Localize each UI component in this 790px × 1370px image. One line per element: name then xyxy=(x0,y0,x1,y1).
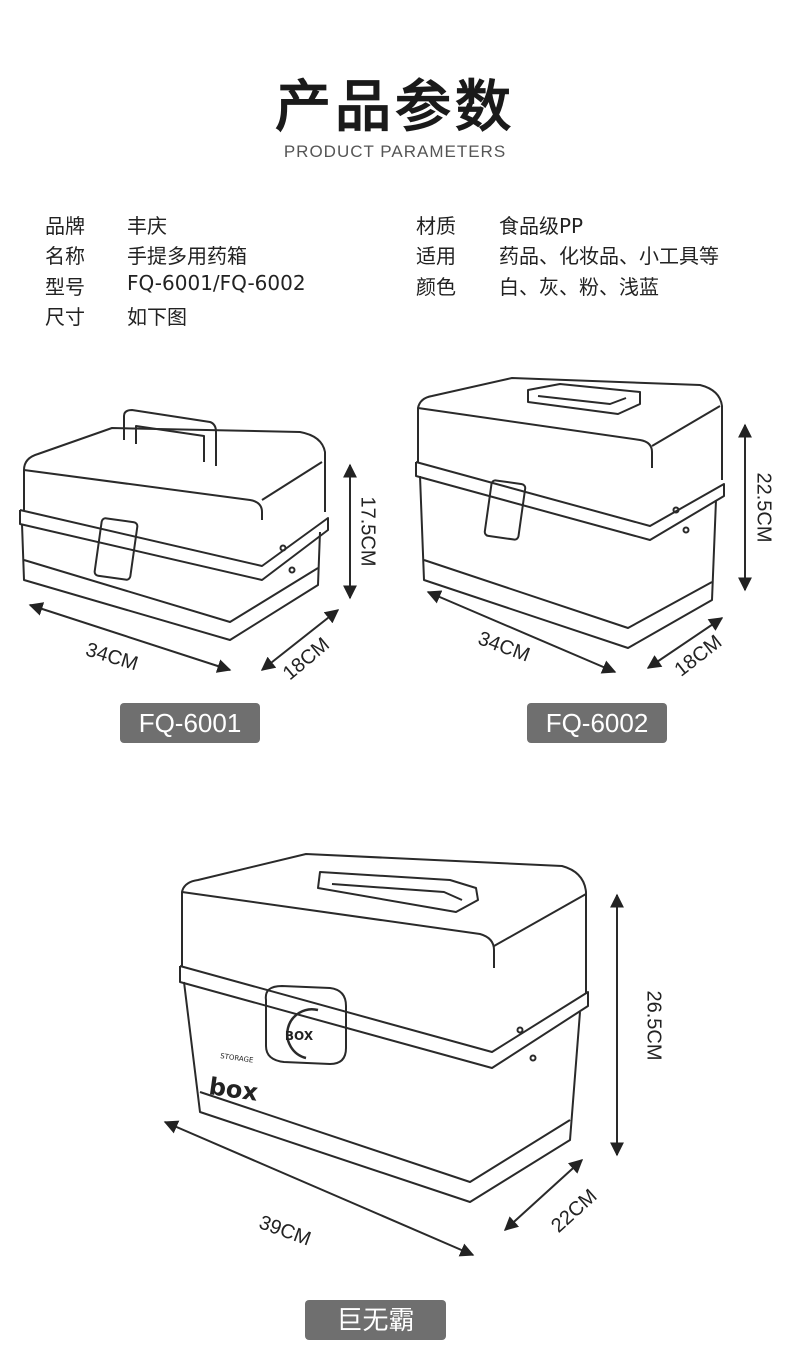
box-fq6001-drawing xyxy=(19,409,329,641)
param-label: 适用 xyxy=(416,244,456,268)
param-label: 型号 xyxy=(45,275,85,299)
param-value: FQ-6001/FQ-6002 xyxy=(127,271,306,295)
brand-logo: box xyxy=(207,1072,260,1107)
latch-logo-text: BOX xyxy=(285,1029,314,1043)
param-value: 药品、化妆品、小工具等 xyxy=(499,244,719,268)
model-badge-fq6002: FQ-6002 xyxy=(527,703,667,743)
param-value: 丰庆 xyxy=(127,214,167,238)
param-label: 颜色 xyxy=(416,275,456,299)
param-value: 白、灰、粉、浅蓝 xyxy=(499,275,659,299)
page-title: 产品参数 xyxy=(275,75,515,140)
dim-height: 22.5CM xyxy=(752,472,775,543)
page-subtitle: PRODUCT PARAMETERS xyxy=(283,142,507,161)
param-label: 品牌 xyxy=(45,214,85,238)
box-fq6002-drawing xyxy=(415,377,725,649)
brand-logo-sub: STORAGE xyxy=(220,1052,254,1065)
model-badge-jumbo: 巨无霸 xyxy=(305,1300,446,1340)
param-label: 名称 xyxy=(45,244,85,268)
model-badge-fq6001: FQ-6001 xyxy=(120,703,260,743)
param-value: 如下图 xyxy=(127,305,187,329)
param-label: 材质 xyxy=(416,214,456,238)
dim-height: 26.5CM xyxy=(642,990,665,1061)
dimension-arrows xyxy=(28,423,752,1257)
param-value: 手提多用药箱 xyxy=(127,244,247,268)
param-value: 食品级PP xyxy=(499,214,584,238)
box-jumbo-drawing xyxy=(179,853,589,1203)
dim-height: 17.5CM xyxy=(356,496,379,567)
param-label: 尺寸 xyxy=(45,305,85,329)
